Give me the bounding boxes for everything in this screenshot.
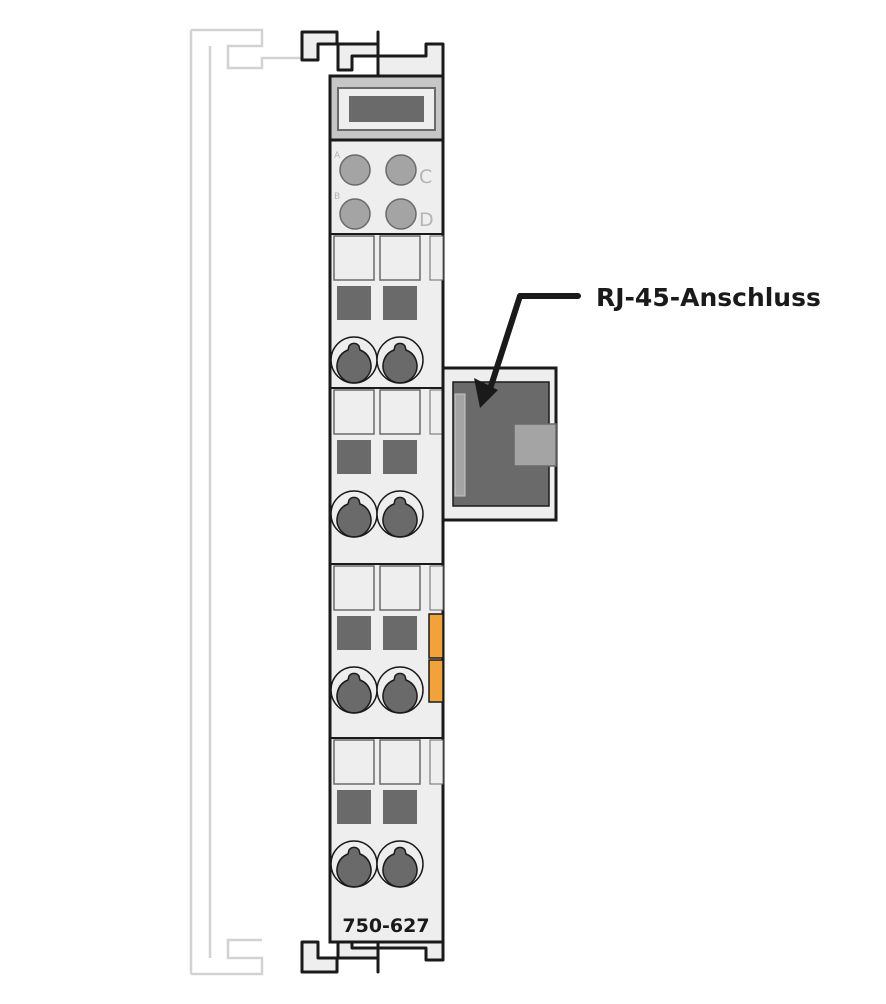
terminal-release-button-right xyxy=(379,739,421,785)
status-led-a xyxy=(339,154,371,186)
led-letter-d: D xyxy=(419,209,434,231)
terminal-marker-square-left xyxy=(337,790,371,824)
module-part-number: 750-627 xyxy=(342,915,429,937)
terminal-block-group xyxy=(330,233,444,888)
terminal-side-tab xyxy=(429,235,444,281)
callout-label: RJ-45-Anschluss xyxy=(596,283,821,312)
terminal-marker-square-left xyxy=(337,616,371,650)
terminal-clamp-keyhole-left xyxy=(336,342,372,384)
terminal-side-tab xyxy=(429,389,444,435)
callout-arrow xyxy=(474,293,581,408)
terminal-block-4 xyxy=(330,737,444,888)
rail-clip-top xyxy=(300,30,445,78)
terminal-clamp-keyhole-left xyxy=(336,672,372,714)
terminal-marker-square-right xyxy=(383,440,417,474)
led-letter-b: B xyxy=(334,192,340,202)
terminal-clamp-keyhole-right xyxy=(382,496,418,538)
status-led-d xyxy=(385,198,417,230)
terminal-marker-square-right xyxy=(383,616,417,650)
terminal-marker-square-left xyxy=(337,286,371,320)
terminal-clamp-keyhole-right xyxy=(382,672,418,714)
status-led-c xyxy=(385,154,417,186)
terminal-clamp-keyhole-right xyxy=(382,846,418,888)
terminal-release-button-left xyxy=(333,235,375,281)
terminal-marker-square-right xyxy=(383,790,417,824)
jumper-bridge xyxy=(428,613,444,703)
terminal-clamp-keyhole-left xyxy=(336,846,372,888)
terminal-side-tab xyxy=(429,565,444,611)
terminal-release-button-left xyxy=(333,565,375,611)
terminal-clamp-keyhole-left xyxy=(336,496,372,538)
terminal-marker-square-right xyxy=(383,286,417,320)
terminal-side-tab xyxy=(429,739,444,785)
marker-strip xyxy=(328,74,445,142)
terminal-release-button-left xyxy=(333,389,375,435)
terminal-release-button-right xyxy=(379,235,421,281)
ghost-rail-profile xyxy=(189,28,310,976)
terminal-clamp-keyhole-right xyxy=(382,342,418,384)
rj45-connector xyxy=(441,366,558,522)
status-led-b xyxy=(339,198,371,230)
terminal-release-button-right xyxy=(379,565,421,611)
terminal-release-button-right xyxy=(379,389,421,435)
terminal-block-3 xyxy=(330,563,444,714)
terminal-marker-square-left xyxy=(337,440,371,474)
terminal-block-1 xyxy=(330,233,444,384)
status-led-group: A B C D xyxy=(334,151,434,231)
terminal-block-2 xyxy=(330,387,444,538)
terminal-release-button-left xyxy=(333,739,375,785)
led-letter-c: C xyxy=(419,166,432,188)
led-letter-a: A xyxy=(334,151,341,161)
